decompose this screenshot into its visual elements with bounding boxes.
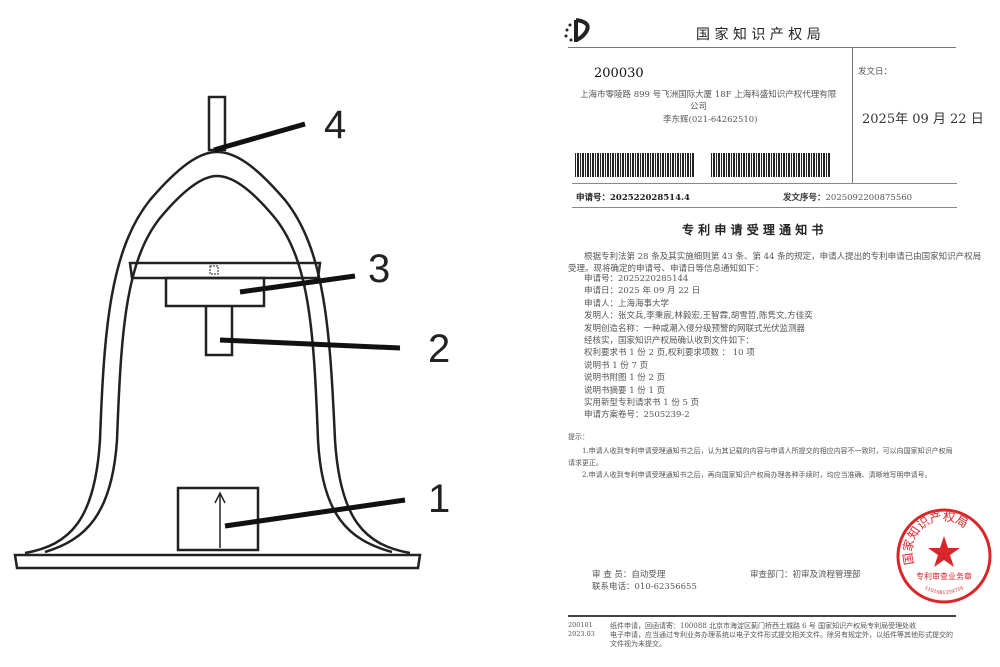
field-drawings: 说明书附图 1 份 2 页 bbox=[584, 373, 666, 384]
field-list: 申请号：2025220285144 申请日：2025 年 09 月 22 日 申… bbox=[584, 273, 813, 422]
barcode-2 bbox=[711, 153, 830, 177]
footer-line-1: 纸件申请，回函请寄：100088 北京市海淀区蓟门桥西土城路 6 号 国家知识产… bbox=[610, 622, 917, 630]
issue-date: 2025年 09 月 22 日 bbox=[862, 112, 984, 127]
serial: 2025092200875560 bbox=[825, 193, 913, 203]
leader-1 bbox=[224, 497, 406, 529]
shelf bbox=[128, 261, 322, 280]
leader-4 bbox=[213, 121, 306, 153]
tip-2: 2.申请人收到专利申请受理通知书之后，再向国家知识产权局办理各种手续时，均应当准… bbox=[582, 471, 932, 479]
postcode: 200030 bbox=[594, 66, 644, 81]
field-app-no: 申请号：2025220285144 bbox=[584, 274, 689, 284]
contact: 李东辉(021-64262510) bbox=[663, 115, 758, 125]
bell-inner bbox=[44, 174, 393, 554]
label-1: 1 bbox=[428, 477, 450, 521]
footer-line-3: 文件视为未提交。 bbox=[610, 640, 666, 648]
address-line1: 上海市零陵路 899 号飞洲国际大厦 18F 上海科盛知识产权代理有限 bbox=[580, 90, 837, 100]
field-claims: 权利要求书 1 份 2 页,权利要求项数 ： 10 项 bbox=[584, 348, 755, 359]
part-2-stem bbox=[204, 306, 234, 357]
leader-3 bbox=[239, 273, 356, 295]
part-3-block bbox=[164, 276, 266, 308]
star-icon bbox=[928, 536, 960, 567]
address-line2: 公司 bbox=[690, 102, 708, 112]
patent-drawing: 4 3 2 1 bbox=[13, 95, 450, 570]
issue-date-label: 发文日： bbox=[858, 67, 893, 77]
field-inventors: 发明人：张文兵,李秉宸,林毅宏,王智霖,胡雪哲,陈隽文,方佳奕 bbox=[584, 311, 813, 322]
seal-text: 国家知识产权局 bbox=[900, 509, 971, 566]
dept: 审查部门：初审及流程管理部 bbox=[750, 570, 861, 580]
field-applicant: 申请人：上海海事大学 bbox=[584, 298, 670, 309]
cnipa-logo bbox=[564, 18, 590, 42]
examiner: 审 查 员：自动受理 bbox=[592, 570, 666, 580]
intro-line2: 受理。现将确定的申请号、申请日等信息通知如下： bbox=[568, 264, 764, 274]
patent-acceptance-notice: 国 家 知 识 产 权 局 200030 上海市零陵路 899 号飞洲国际大厦 … bbox=[560, 0, 1000, 667]
field-abstract: 说明书摘要 1 份 1 页 bbox=[584, 385, 666, 396]
official-seal: 国家知识产权局 专利审查业务章 1101081359734 bbox=[896, 508, 992, 604]
tip-1a: 1.申请人收到专利申请受理通知书之后，认为其记载的内容与申请人所提交的相应内容不… bbox=[582, 447, 953, 455]
notice-title: 专 利 申 请 受 理 通 知 书 bbox=[682, 223, 824, 237]
seal-no: 1101081359734 bbox=[923, 585, 964, 596]
seal-sub: 专利审查业务章 bbox=[916, 571, 972, 581]
serial-label: 发文序号： bbox=[783, 193, 826, 203]
tips-label: 提示： bbox=[568, 433, 589, 441]
field-verified: 经核实，国家知识产权局确认收到文件如下： bbox=[584, 336, 755, 347]
footer-code-1: 200101 bbox=[568, 621, 593, 629]
footer-code-2: 2023.03 bbox=[568, 630, 595, 638]
field-description: 说明书 1 份 7 页 bbox=[584, 360, 649, 371]
svg-text:1101081359734: 1101081359734 bbox=[923, 585, 964, 596]
base-plate bbox=[13, 553, 422, 570]
spike bbox=[207, 95, 227, 152]
label-2: 2 bbox=[428, 327, 450, 371]
intro-line1: 根据专利法第 28 条及其实施细则第 43 条、第 44 条的规定，申请人提出的… bbox=[584, 252, 982, 262]
label-3: 3 bbox=[368, 247, 390, 291]
field-invention-name: 发明创造名称：一种咸潮入侵分级预警的网联式光伏监测器 bbox=[584, 323, 806, 334]
leader-2 bbox=[219, 337, 401, 351]
office-title: 国 家 知 识 产 权 局 bbox=[696, 27, 821, 43]
app-no: 202522028514.4 bbox=[610, 193, 690, 203]
svg-text:国家知识产权局: 国家知识产权局 bbox=[900, 509, 971, 566]
bell-outer bbox=[24, 150, 411, 555]
field-request: 实用新型专利请求书 1 份 5 页 bbox=[584, 398, 700, 409]
footer-line-2: 电子申请，应当通过专利业务办理系统以电子文件形式提交相关文件。除另有规定外，以纸… bbox=[610, 631, 953, 639]
label-4: 4 bbox=[324, 103, 346, 147]
app-no-label: 申请号： bbox=[576, 193, 611, 203]
field-docket: 申请方案卷号：2505239-2 bbox=[584, 410, 690, 421]
tip-1b: 请求更正。 bbox=[568, 459, 603, 467]
barcode-1 bbox=[575, 153, 695, 177]
phone: 联系电话：010-62356655 bbox=[592, 582, 697, 592]
field-app-date: 申请日：2025 年 09 月 22 日 bbox=[584, 286, 701, 297]
